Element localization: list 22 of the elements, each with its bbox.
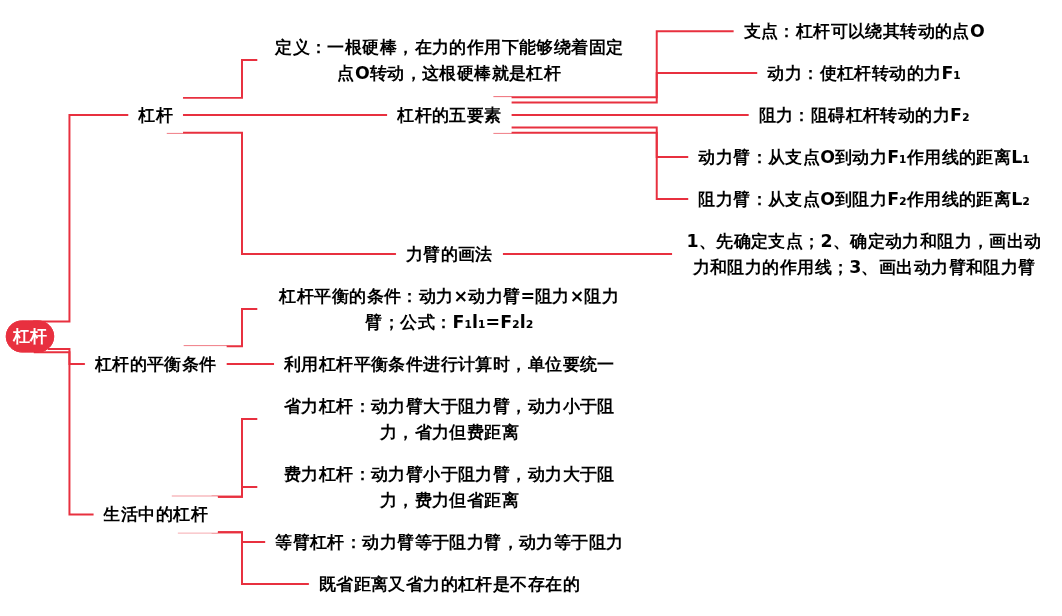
connector: [510, 114, 751, 117]
connector: [181, 114, 389, 117]
connector: [510, 72, 759, 104]
node-text: 利用杠杆平衡条件进行计算时，单位要统一: [283, 354, 615, 375]
node-text: 阻力：阻碍杠杆转动的力F₂: [758, 105, 970, 126]
connector: [181, 59, 259, 100]
node-text: 省力杠杆：动力臂大于阻力臂，动力小于阻力，省力但费距离: [283, 396, 615, 443]
node-text: 杠杆平衡的条件：动力×动力臂=阻力×阻力臂；公式：F₁l₁=F₂l₂: [279, 286, 620, 333]
connector: [510, 126, 690, 159]
node-text: 力臂的画法: [405, 244, 493, 265]
node-text: 等臂杠杆：动力臂等于阻力臂，动力等于阻力: [275, 532, 624, 553]
node-text: 既省距离又省力的杠杆是不存在的: [318, 574, 580, 595]
node-text: 动力臂：从支点O到动力F₁作用线的距离L₁: [698, 147, 1030, 168]
connector: [47, 348, 87, 366]
connector: [225, 363, 276, 366]
node-text: 费力杠杆：动力臂小于阻力臂，动力大于阻力，费力但省距离: [283, 464, 615, 511]
node-text: 支点：杠杆可以绕其转动的点O: [743, 21, 985, 42]
node-text: 1、先确定支点；2、确定动力和阻力，画出动力和阻力的作用线；3、画出动力臂和阻力臂: [686, 231, 1042, 278]
node-text: 阻力臂：从支点O到阻力F₂作用线的距离L₂: [698, 189, 1030, 210]
node-text: 定义：一根硬棒，在力的作用下能够绕着固定点O转动，这根硬棒就是杠杆: [275, 37, 624, 84]
connector: [501, 253, 674, 256]
node-text: 动力：使杠杆转动的力F₁: [767, 63, 961, 84]
